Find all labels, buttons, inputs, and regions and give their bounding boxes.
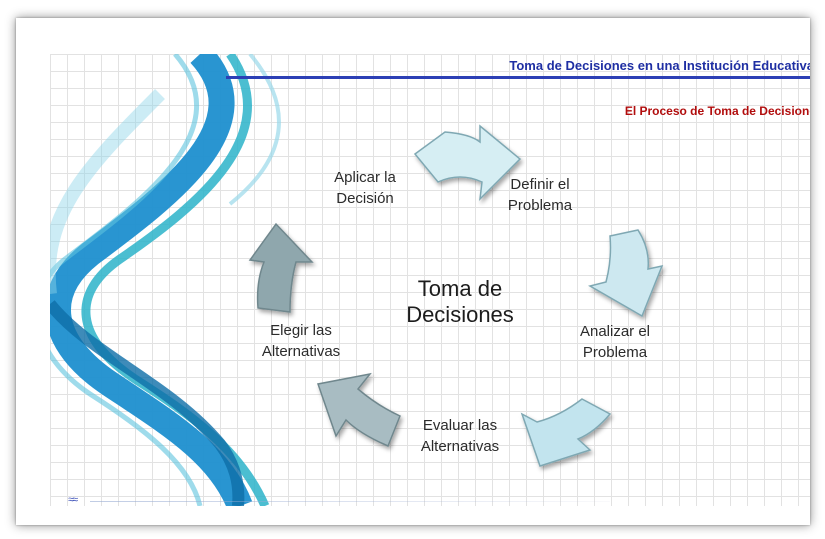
arrow-to-definir bbox=[413, 124, 522, 202]
step-elegir-label: Elegir las Alternativas bbox=[261, 322, 341, 360]
arrow-to-analizar bbox=[588, 229, 664, 318]
step-analizar-label: Analizar el Problema bbox=[579, 323, 651, 361]
slide-subtitle: El Proceso de Toma de Decisione bbox=[624, 104, 810, 118]
step-evaluar-label: Evaluar las Alternativas bbox=[420, 417, 500, 455]
arrow-to-elegir bbox=[317, 372, 401, 447]
slide: Toma de Decisiones en una Institución Ed… bbox=[50, 54, 810, 506]
slide-title: Toma de Decisiones en una Institución Ed… bbox=[509, 58, 810, 73]
swirl-decoration bbox=[50, 54, 281, 506]
cycle-arrows bbox=[248, 124, 664, 467]
arrow-to-aplicar bbox=[248, 222, 314, 313]
step-aplicar-label: Aplicar la Decisión bbox=[334, 169, 396, 207]
center-label: Toma de Decisiones bbox=[406, 276, 514, 327]
step-definir-label: Definir el Problema bbox=[507, 176, 573, 214]
arrow-to-evaluar bbox=[520, 398, 612, 467]
slide-frame: Toma de Decisiones en una Institución Ed… bbox=[16, 18, 810, 525]
logo-icon: ≈≈ bbox=[68, 494, 78, 506]
footer-divider bbox=[90, 501, 610, 502]
header-divider bbox=[226, 76, 810, 79]
